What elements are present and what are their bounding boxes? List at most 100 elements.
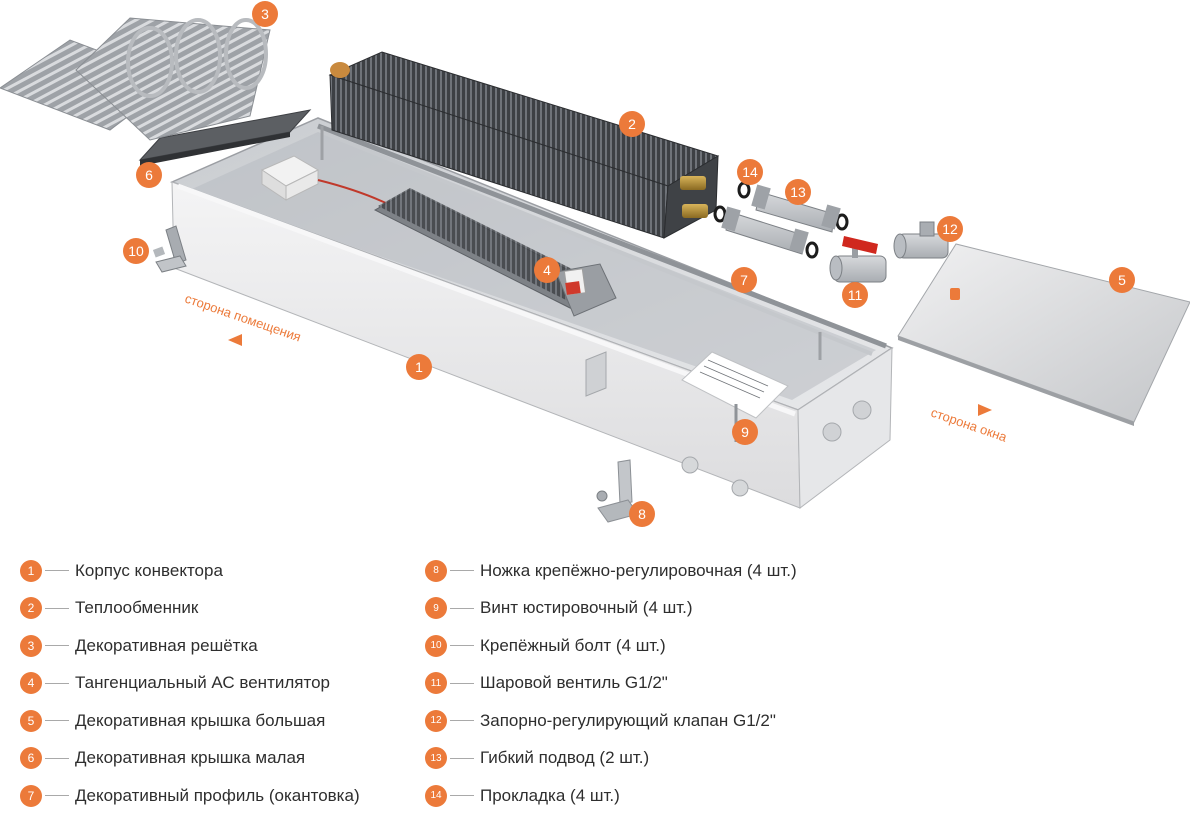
svg-text:5: 5 [1118, 272, 1126, 288]
legend-badge: 2 [20, 597, 42, 620]
legend-item-6: 6 Декоративная крышка малая [20, 740, 360, 778]
legend-item-3: 3 Декоративная решётка [20, 627, 360, 665]
legend-label: Декоративная крышка большая [75, 710, 326, 730]
svg-text:6: 6 [145, 167, 153, 183]
legend-badge: 3 [20, 634, 42, 657]
gaskets [713, 181, 849, 259]
legend-item-4: 4 Тангенциальный АС вентилятор [20, 665, 360, 703]
svg-text:3: 3 [261, 6, 269, 22]
svg-text:9: 9 [741, 424, 749, 440]
legend-label: Тангенциальный АС вентилятор [75, 673, 330, 693]
legend-connector [450, 720, 474, 722]
svg-text:13: 13 [790, 184, 806, 200]
exploded-view-diagram: сторона помещения сторона окна 1 2 3 4 5… [0, 1, 1190, 527]
parts-legend-right: 8 Ножка крепёжно-регулировочная (4 шт.) … [425, 552, 797, 815]
legend-item-2: 2 Теплообменник [20, 590, 360, 628]
window-side-label: сторона окна [929, 404, 1010, 445]
legend-badge: 7 [20, 784, 42, 807]
control-valve [893, 221, 949, 259]
badge-7: 7 [731, 267, 757, 293]
legend-badge: 8 [425, 559, 447, 582]
legend-label: Теплообменник [75, 598, 199, 618]
legend-label: Декоративная крышка малая [75, 748, 306, 768]
legend-item-14: 14 Прокладка (4 шт.) [425, 777, 797, 815]
badge-13: 13 [785, 179, 811, 205]
svg-text:2: 2 [628, 116, 636, 132]
svg-text:12: 12 [942, 221, 958, 237]
svg-text:11: 11 [848, 287, 863, 303]
svg-text:8: 8 [638, 506, 646, 522]
legend-label: Шаровой вентиль G1/2" [480, 673, 668, 693]
heat-exchanger [328, 51, 720, 239]
legend-label: Винт юстировочный (4 шт.) [480, 598, 693, 618]
decorative-profile [320, 126, 873, 360]
legend-item-10: 10 Крепёжный болт (4 шт.) [425, 627, 797, 665]
legend-badge: 5 [20, 709, 42, 732]
legend-connector [450, 795, 474, 797]
legend-item-9: 9 Винт юстировочный (4 шт.) [425, 590, 797, 628]
legend-item-7: 7 Декоративный профиль (окантовка) [20, 777, 360, 815]
badge-10: 10 [123, 238, 149, 264]
legend-connector [45, 795, 69, 797]
badge-14: 14 [737, 159, 763, 185]
decorative-grille [0, 17, 271, 141]
badge-12: 12 [937, 216, 963, 242]
legend-label: Прокладка (4 шт.) [480, 785, 620, 805]
svg-text:4: 4 [543, 262, 551, 278]
legend-label: Ножка крепёжно-регулировочная (4 шт.) [480, 560, 797, 580]
legend-badge: 6 [20, 747, 42, 770]
legend-connector [45, 720, 69, 722]
legend-connector [45, 607, 69, 609]
legend-label: Гибкий подвод (2 шт.) [480, 748, 650, 768]
badge-8: 8 [629, 501, 655, 527]
badge-5: 5 [1109, 267, 1135, 293]
svg-text:14: 14 [742, 164, 758, 180]
flexible-hoses [721, 184, 841, 255]
legend-badge: 10 [425, 634, 447, 657]
legend-item-11: 11 Шаровой вентиль G1/2" [425, 665, 797, 703]
badge-1: 1 [406, 354, 432, 380]
large-cover [897, 243, 1190, 426]
mounting-foot [596, 459, 639, 523]
legend-badge: 12 [425, 709, 447, 732]
legend-label: Декоративный профиль (окантовка) [75, 785, 360, 805]
legend-connector [450, 757, 474, 759]
ball-valve [829, 236, 887, 283]
fastening-bolt [152, 225, 187, 273]
legend-item-8: 8 Ножка крепёжно-регулировочная (4 шт.) [425, 552, 797, 590]
badge-3: 3 [252, 1, 278, 27]
badge-9: 9 [732, 419, 758, 445]
badge-4: 4 [534, 257, 560, 283]
legend-connector [450, 607, 474, 609]
svg-text:1: 1 [415, 359, 423, 375]
legend-badge: 1 [20, 559, 42, 582]
legend-item-5: 5 Декоративная крышка большая [20, 702, 360, 740]
legend-badge: 14 [425, 784, 447, 807]
legend-connector [45, 645, 69, 647]
legend-label: Запорно-регулирующий клапан G1/2" [480, 710, 776, 730]
badge-2: 2 [619, 111, 645, 137]
legend-item-12: 12 Запорно-регулирующий клапан G1/2" [425, 702, 797, 740]
legend-connector [450, 570, 474, 572]
legend-connector [45, 570, 69, 572]
badge-11: 11 [842, 282, 868, 308]
legend-connector [45, 682, 69, 684]
svg-text:10: 10 [128, 243, 144, 259]
parts-legend-left: 1 Корпус конвектора 2 Теплообменник 3 Де… [20, 552, 360, 815]
svg-text:7: 7 [740, 272, 748, 288]
legend-badge: 4 [20, 672, 42, 695]
legend-label: Декоративная решётка [75, 635, 258, 655]
legend-label: Корпус конвектора [75, 560, 223, 580]
legend-item-1: 1 Корпус конвектора [20, 552, 360, 590]
svg-text:сторона окна: сторона окна [929, 405, 1010, 445]
legend-connector [450, 682, 474, 684]
legend-badge: 13 [425, 747, 447, 770]
badge-6: 6 [136, 162, 162, 188]
legend-connector [450, 645, 474, 647]
legend-badge: 11 [425, 672, 447, 695]
small-cover [138, 109, 312, 166]
legend-connector [45, 757, 69, 759]
legend-item-13: 13 Гибкий подвод (2 шт.) [425, 740, 797, 778]
legend-badge: 9 [425, 597, 447, 620]
legend-label: Крепёжный болт (4 шт.) [480, 635, 666, 655]
